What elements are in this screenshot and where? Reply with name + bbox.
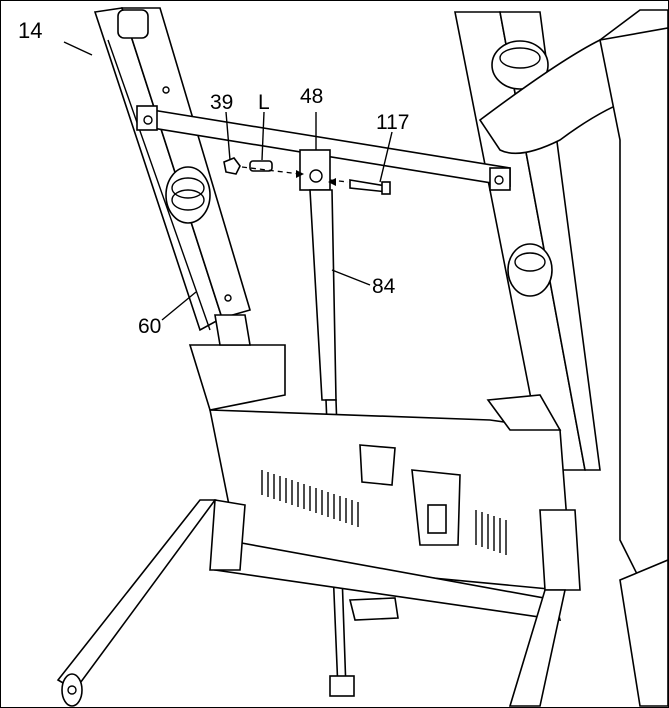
crossbar <box>136 105 511 191</box>
hardware <box>223 157 391 195</box>
upright-bracket-48 <box>299 149 331 191</box>
stabilizers <box>56 499 566 707</box>
callout-60: 60 <box>138 315 162 338</box>
leader-lines <box>63 41 393 321</box>
vent-right <box>475 510 507 555</box>
callout-39: 39 <box>210 91 234 114</box>
callout-48: 48 <box>300 85 324 108</box>
step-number: 14 <box>18 18 43 43</box>
vent-left <box>261 470 359 527</box>
callout-117: 117 <box>376 111 410 134</box>
handlebar <box>478 9 669 707</box>
left-upright <box>93 7 251 332</box>
base-frame <box>188 314 581 621</box>
callout-L: L <box>258 91 270 114</box>
callout-84: 84 <box>372 275 396 298</box>
